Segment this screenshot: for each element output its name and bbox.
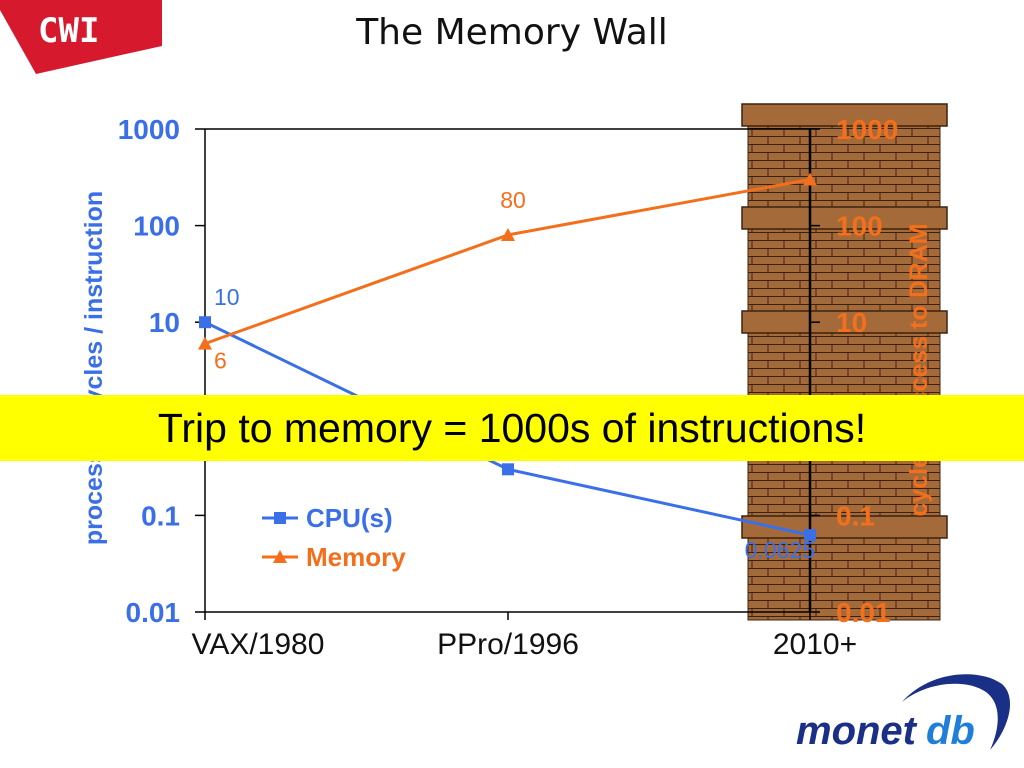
legend-marker [273,550,287,563]
cwi-logo-text: CWI [38,11,99,51]
y-tick-label: 10 [149,307,180,338]
y-tick-label: 100 [133,211,180,242]
chart-text: 1000 100 10 0.1 0.01 1000 100 10 0.1 0.01VAX/1980… [80,114,933,661]
data-label: 80 [500,187,526,213]
y-tick-label: 0.01 [126,597,181,628]
data-label: 6 [214,348,227,374]
monetdb-logo-monet: monet [796,709,918,753]
page-title: The Memory Wall [356,12,668,53]
y2-tick-label: 1000 [836,114,898,145]
monetdb-logo-db: db [926,709,975,753]
data-label: 0.0625 [745,537,815,563]
y2-tick-label: 0.1 [836,500,875,531]
y2-axis-title: cycles / access to DRAM [905,223,933,516]
x-tick-label: PPro/1996 [437,628,579,661]
legend-label: Memory [306,542,406,572]
brick-wall-ledge-1 [741,206,948,230]
memory-point [803,172,817,186]
legend-marker [274,512,286,524]
callout-text: Trip to memory = 1000s of instructions! [157,404,867,451]
monetdb-logo: monet db [796,674,1011,753]
cpu-point [502,463,514,476]
y-tick-label: 1000 [118,114,180,145]
memory-point [198,336,212,350]
cwi-logo: CWI [0,0,162,74]
memory-point [501,227,515,241]
x-tick-label: 2010+ [773,628,857,661]
y-axis-title: processor cycles / instruction [80,191,108,545]
y2-tick-label: 10 [836,307,867,338]
callout-banner: Trip to memory = 1000s of instructions! [0,395,1024,461]
cpu-point [199,316,211,329]
brick-wall-ledge-0 [741,103,948,127]
y2-tick-label: 0.01 [836,597,891,628]
y2-tick-label: 100 [836,211,883,242]
series-markers [198,172,817,542]
legend-label: CPU(s) [306,503,393,533]
data-label: 10 [214,284,240,310]
y-tick-label: 0.1 [141,500,180,531]
cpu-point [804,529,816,542]
x-tick-label: VAX/1980 [192,628,325,661]
brick-wall-ledge-2 [741,310,948,334]
